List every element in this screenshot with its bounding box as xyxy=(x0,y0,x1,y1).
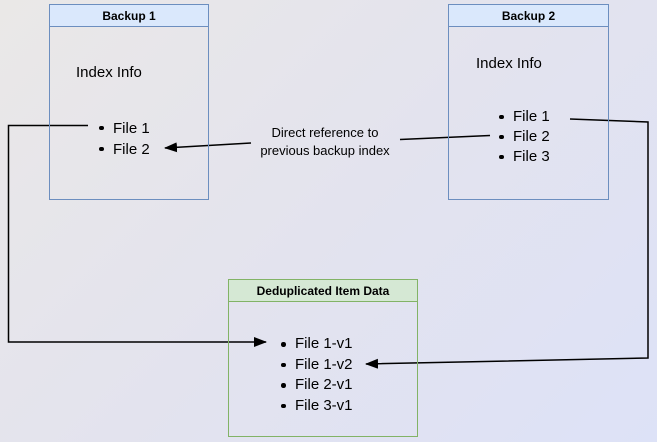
backup2-box: Backup 2 Index Info File 1 File 2 File 3 xyxy=(448,4,609,200)
list-item: File 1 xyxy=(499,107,550,127)
edge-label-direct-reference: Direct reference to previous backup inde… xyxy=(235,124,415,159)
list-item: File 2-v1 xyxy=(281,375,353,396)
list-item: File 2 xyxy=(499,127,550,147)
dedup-file-list: File 1-v1 File 1-v2 File 2-v1 File 3-v1 xyxy=(281,334,353,416)
list-item: File 1 xyxy=(99,118,150,139)
dedup-box: Deduplicated Item Data File 1-v1 File 1-… xyxy=(228,279,418,437)
backup1-index-info-label: Index Info xyxy=(76,64,142,81)
list-item: File 1-v1 xyxy=(281,334,353,355)
list-item: File 1-v2 xyxy=(281,355,353,376)
list-item: File 2 xyxy=(99,139,150,160)
edge-label-line2: previous backup index xyxy=(260,142,390,158)
backup1-file-list: File 1 File 2 xyxy=(99,118,150,160)
edge-label-line1: Direct reference to xyxy=(271,125,379,140)
list-item: File 3-v1 xyxy=(281,396,353,417)
dedup-title: Deduplicated Item Data xyxy=(229,280,417,302)
backup1-box: Backup 1 Index Info File 1 File 2 xyxy=(49,4,209,200)
backup2-index-info-label: Index Info xyxy=(476,55,542,72)
backup1-title: Backup 1 xyxy=(50,5,208,27)
backup2-title: Backup 2 xyxy=(449,5,608,27)
backup2-file-list: File 1 File 2 File 3 xyxy=(499,107,550,167)
list-item: File 3 xyxy=(499,147,550,167)
